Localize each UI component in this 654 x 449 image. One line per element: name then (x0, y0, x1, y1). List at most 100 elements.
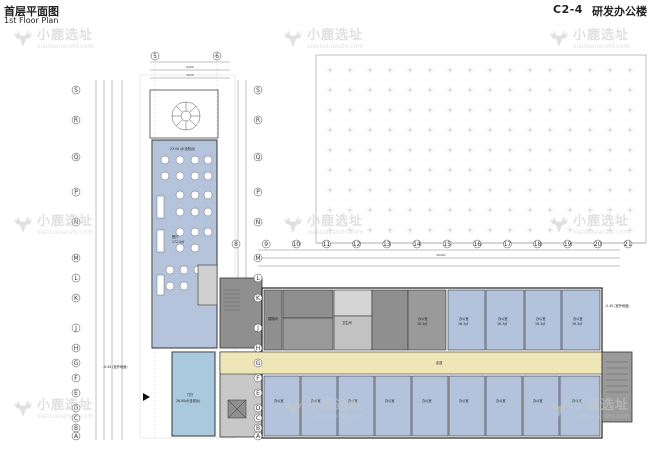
axis-col-21-label: 21 (624, 241, 632, 248)
axis-row-S-right-label: S (256, 87, 260, 94)
kitchen (197, 264, 218, 306)
stairwell (219, 277, 263, 349)
axis-row-L-right-label: L (256, 275, 260, 282)
entrance-arrow (143, 393, 150, 401)
axis-row-R-right-label: R (256, 117, 260, 124)
axis-row-N-right-bubble (253, 217, 263, 227)
dim-top-1: 6400 (186, 65, 194, 69)
lobby-label: 门厅 (187, 392, 194, 397)
axis-row-N-right-label: N (256, 219, 261, 226)
axis-row-S-bubble (71, 85, 81, 95)
axis-row-E-bubble (71, 388, 81, 398)
axis-row-N-label: N (74, 219, 79, 226)
axis-row-D-label: D (74, 405, 79, 412)
axis-row-J-right-label: J (256, 325, 259, 332)
office-label: 办公室 (348, 398, 358, 403)
axis-col-12-bubble (352, 239, 361, 249)
toilet-label: 卫生间 (342, 320, 352, 325)
office-label: 办公室 (418, 316, 428, 321)
axis-col-6-label: 6 (215, 53, 219, 60)
office-label: 办公室 (496, 398, 506, 403)
office-label: 办公室 (311, 398, 321, 403)
axis-col-11-bubble (322, 239, 331, 249)
watermark-brand: 小鹿选址 (573, 398, 630, 413)
deer-logo-icon (14, 216, 32, 233)
watermark-url: xiaoluxuanzhi.com (573, 229, 630, 236)
axis-col-17-bubble (503, 239, 512, 249)
canteen-top-label: 23.00 ㎡(含阳台) (170, 146, 195, 151)
axis-row-F-right-label: F (256, 375, 260, 382)
axis-row-M-bubble (71, 253, 81, 263)
building-name: 研发办公楼 (592, 5, 647, 18)
plan-title-en: 1st Floor Plan (4, 16, 59, 25)
axis-row-H-right-label: H (256, 345, 261, 352)
site-outline (139, 74, 236, 439)
office-label: 办公室 (422, 398, 432, 403)
office-area: 16.3㎡ (572, 321, 583, 326)
axis-row-J-right-bubble (253, 323, 263, 333)
deer-logo-icon (14, 400, 32, 417)
office-label: 办公室 (572, 398, 582, 403)
axis-row-K-right-label: K (256, 295, 261, 302)
axis-row-C-right-bubble (253, 413, 263, 423)
service-rooms (263, 289, 447, 351)
axis-row-S-label: S (74, 87, 78, 94)
building-code: C2-4 (553, 3, 583, 16)
axis-row-C-right-label: C (256, 415, 260, 422)
annot-left: -0.45 (室外地面) (103, 364, 128, 369)
watermark-url: xiaoluxuanzhi.com (307, 43, 364, 50)
offices-south (263, 375, 601, 437)
axis-row-D-right-label: D (256, 405, 261, 412)
watermark-url: xiaoluxuanzhi.com (573, 413, 630, 420)
axis-col-20-label: 20 (594, 241, 602, 248)
axis-row-P-right-label: P (256, 189, 260, 196)
spiral-stair (171, 101, 201, 131)
axis-row-P-bubble (71, 187, 81, 197)
watermark-url: xiaoluxuanzhi.com (573, 43, 630, 50)
axis-row-C-bubble (71, 413, 81, 423)
axis-row-M-label: M (73, 255, 78, 262)
watermark-brand: 小鹿选址 (307, 214, 364, 229)
axis-col-13-bubble (382, 239, 392, 249)
axis-row-R-right-bubble (253, 115, 263, 125)
watermark-url: xiaoluxuanzhi.com (307, 229, 364, 236)
canteen-label: 餐厅 (172, 234, 179, 239)
watermark-brand: 小鹿选址 (307, 28, 364, 43)
axis-col-19-bubble (563, 239, 572, 249)
axis-row-L-right-bubble (253, 273, 263, 283)
office-label: 办公室 (573, 316, 583, 321)
axis-col-12-label: 12 (353, 241, 361, 248)
office-label: 办公室 (533, 398, 543, 403)
axis-row-G-right-bubble (253, 358, 263, 368)
axis-col-15-label: 15 (443, 241, 451, 248)
axis-row-K-bubble (71, 293, 81, 303)
axis-col-11-label: 11 (323, 241, 331, 248)
axis-row-D-bubble (71, 403, 81, 413)
lobby-area: 26.00㎡(含前台) (176, 398, 200, 403)
axis-row-Q-bubble (71, 152, 81, 162)
watermark-brand: 小鹿选址 (37, 214, 94, 229)
deer-logo-icon (550, 30, 568, 47)
axis-row-F-right-bubble (253, 373, 263, 383)
office-area: 16.3㎡ (417, 321, 428, 326)
axis-row-J-bubble (71, 323, 81, 333)
office-label: 办公室 (536, 316, 546, 321)
axis-row-Q-right-bubble (253, 152, 263, 162)
office-label: 办公室 (385, 398, 395, 403)
axis-row-G-label: G (74, 360, 79, 367)
watermark-brand: 小鹿选址 (37, 398, 94, 413)
watermark-url: xiaoluxuanzhi.com (37, 43, 94, 50)
axis-row-H-bubble (71, 343, 81, 353)
axis-col-16-bubble (472, 239, 482, 249)
deer-logo-icon (550, 216, 568, 233)
dimension-lines (95, 61, 620, 440)
axis-row-Q-right-label: Q (256, 154, 261, 161)
